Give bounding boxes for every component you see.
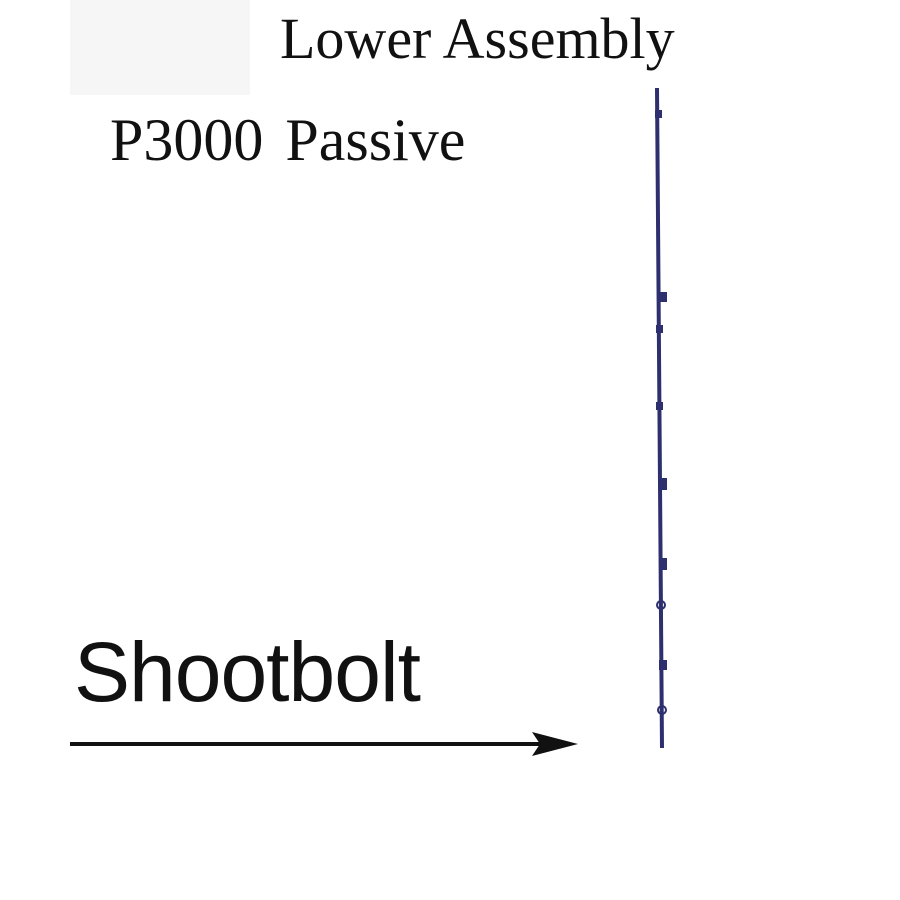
rod-fixing [656, 402, 663, 410]
rod-fixing [659, 558, 667, 570]
arrow-head [532, 732, 578, 756]
rod-fixing [656, 600, 666, 610]
rod-fixing [657, 705, 667, 715]
rod-fixing [659, 660, 667, 670]
assembly-title: Lower Assembly [280, 6, 675, 71]
rod-fixing [659, 292, 667, 302]
rod-fixing [656, 325, 663, 333]
rod-fixing [659, 478, 667, 490]
product-variant: Passive [285, 107, 466, 173]
product-code: P3000 [110, 107, 264, 173]
shootbolt-arrow [70, 732, 578, 756]
shootbolt-label: Shootbolt [74, 625, 421, 719]
rod-fixing [655, 110, 662, 118]
rod-fixings [655, 110, 667, 715]
assembly-rod [655, 87, 664, 749]
product-subtitle: P3000 Passive [110, 110, 465, 170]
scan-smudge [70, 0, 250, 95]
